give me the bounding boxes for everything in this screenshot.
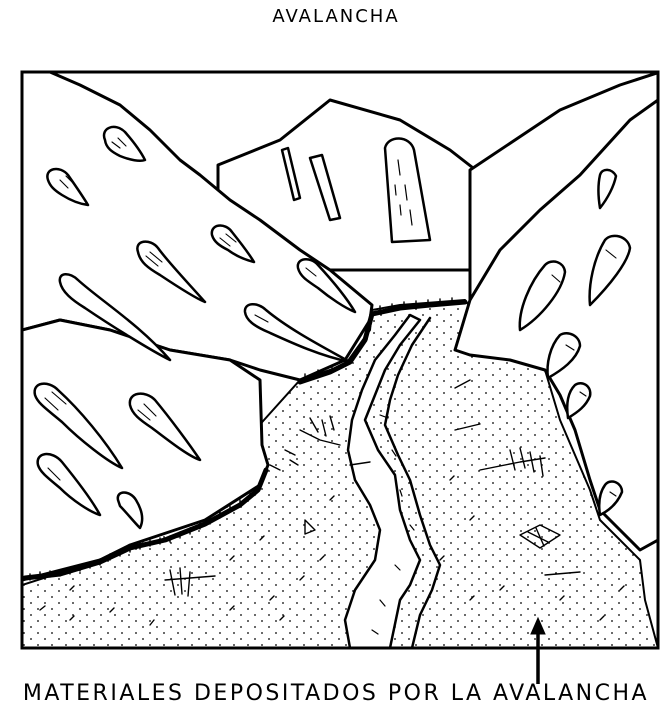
deposit-caption: MATERIALES DEPOSITADOS POR LA AVALANCHA xyxy=(0,681,672,706)
